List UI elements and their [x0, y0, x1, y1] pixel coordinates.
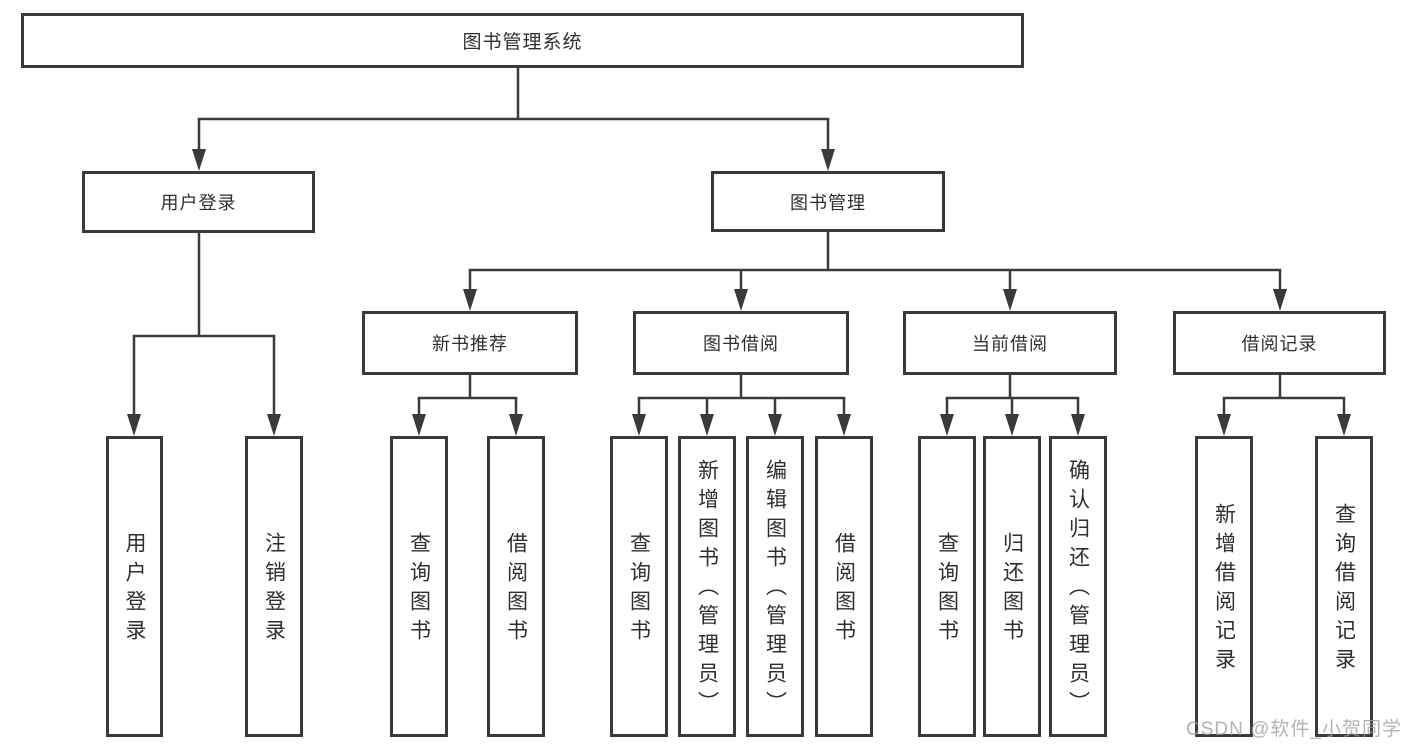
leaf-query-books-current: 查询图书 [918, 436, 976, 737]
leaf-borrow-books: 借阅图书 [815, 436, 873, 737]
leaf-query-books-recommend: 查询图书 [390, 436, 448, 737]
node-current-borrowing: 当前借阅 [903, 311, 1117, 375]
node-book-management: 图书管理 [711, 171, 945, 232]
leaf-add-book-admin: 新增图书（管理员） [678, 436, 736, 737]
leaf-user-login: 用户登录 [106, 436, 163, 737]
leaf-borrow-books-recommend: 借阅图书 [487, 436, 545, 737]
leaf-confirm-return-admin: 确认归还（管理员） [1049, 436, 1107, 737]
node-user-login: 用户登录 [82, 171, 315, 233]
leaf-query-books-borrowing: 查询图书 [610, 436, 668, 737]
leaf-logout: 注销登录 [245, 436, 303, 737]
leaf-edit-book-admin: 编辑图书（管理员） [746, 436, 804, 737]
leaf-return-books: 归还图书 [983, 436, 1041, 737]
csdn-watermark: CSDN @软件_小贺同学 [1186, 719, 1402, 740]
node-book-borrowing: 图书借阅 [633, 311, 849, 375]
arrowheads [127, 149, 1351, 436]
leaf-add-borrow-record: 新增借阅记录 [1195, 436, 1253, 737]
node-library-management-system: 图书管理系统 [21, 13, 1024, 68]
node-new-book-recommendation: 新书推荐 [362, 311, 578, 375]
node-borrowing-records: 借阅记录 [1173, 311, 1386, 375]
leaf-query-borrow-record: 查询借阅记录 [1315, 436, 1373, 737]
